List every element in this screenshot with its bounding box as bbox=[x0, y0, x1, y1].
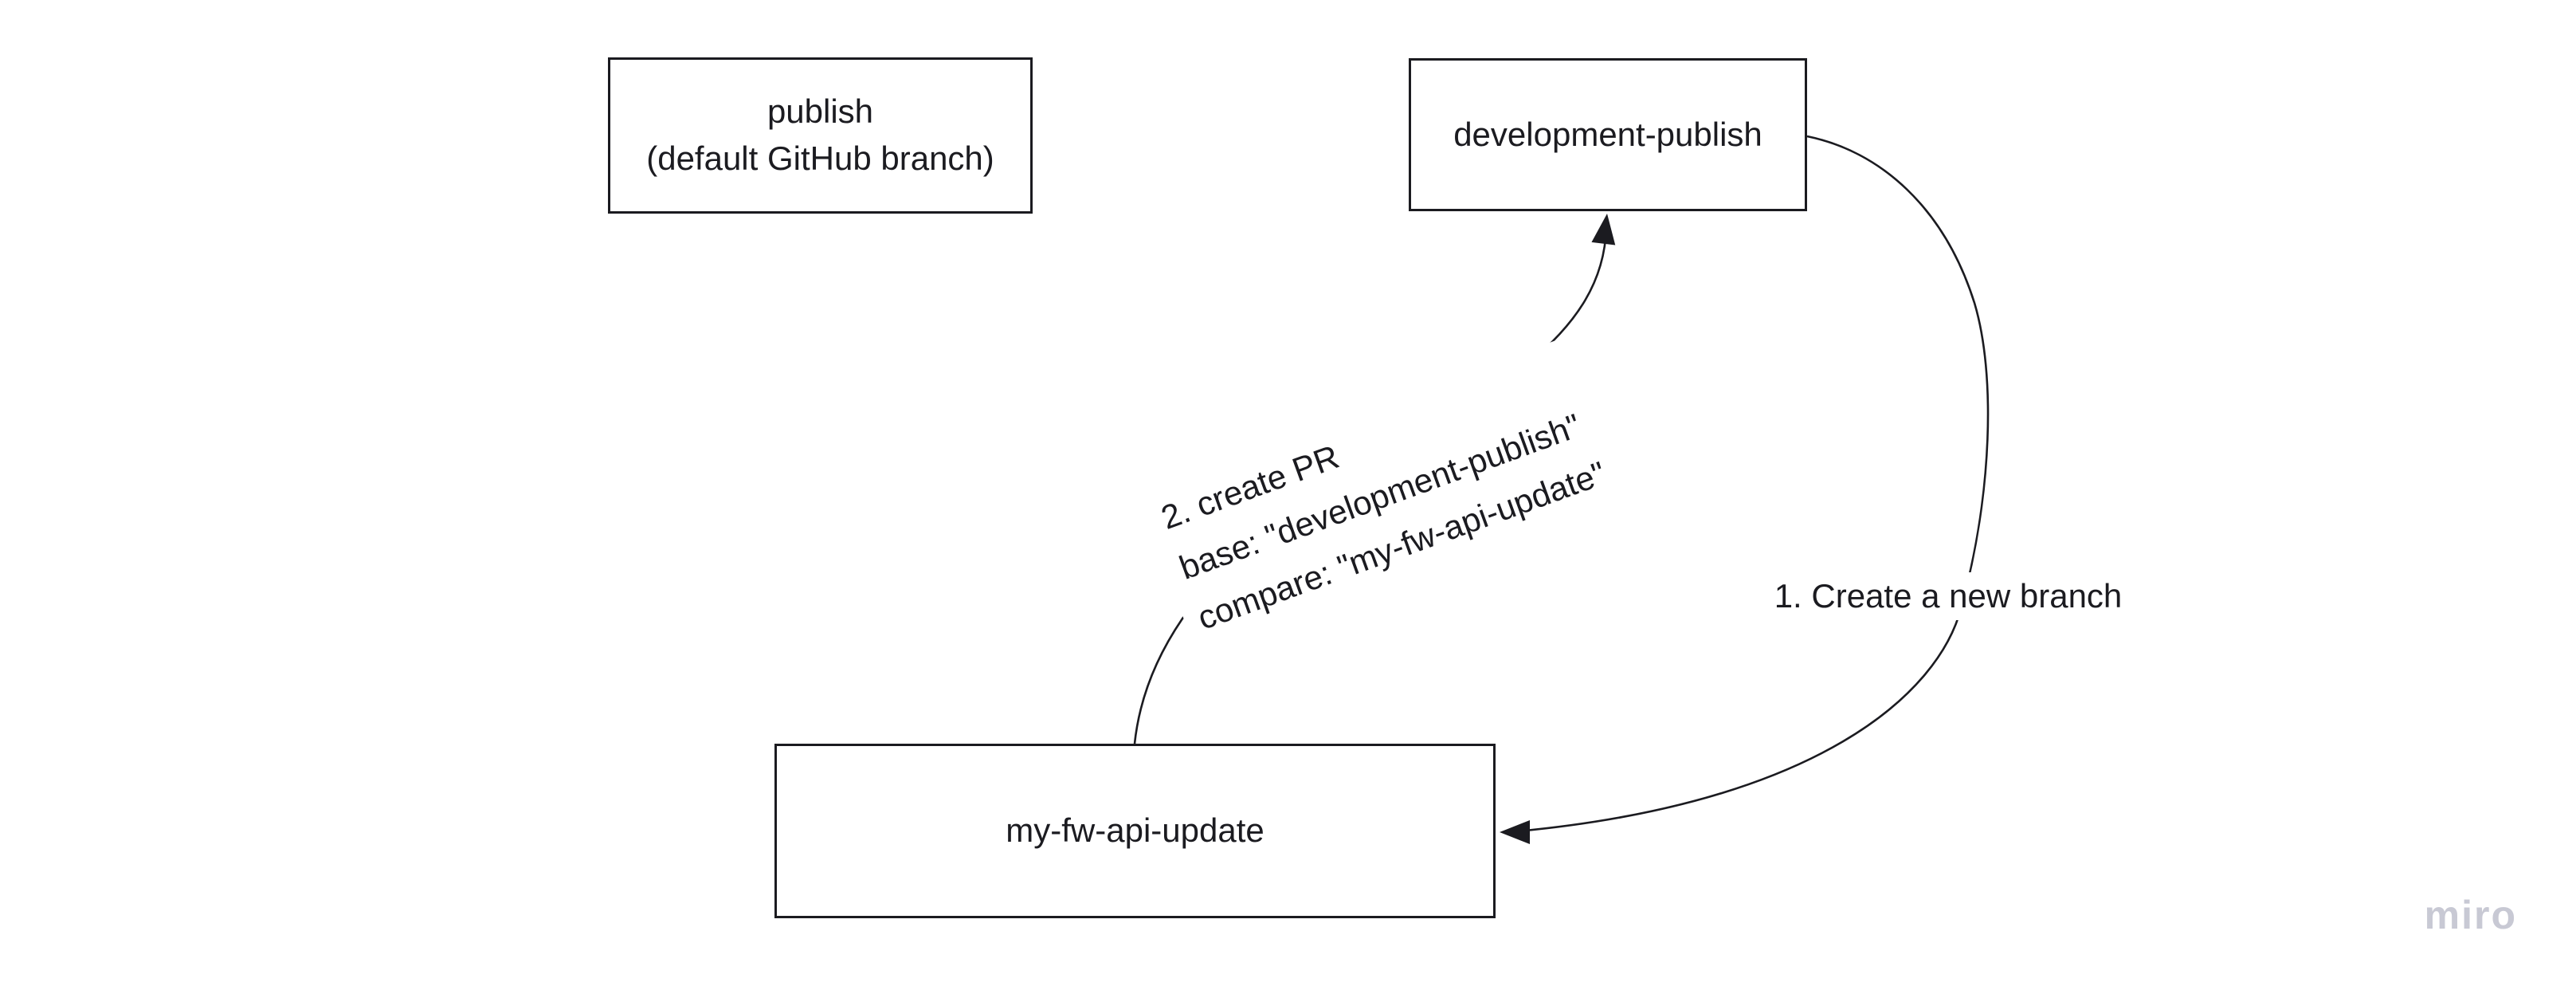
connector-create-branch-line[interactable] bbox=[1508, 135, 1990, 834]
arrowhead-up-icon bbox=[1591, 214, 1616, 246]
node-development-publish-label-text: development-publish bbox=[1453, 115, 1762, 153]
connector-label-create-branch[interactable]: 1. Create a new branch bbox=[1762, 572, 2134, 620]
node-development-publish[interactable]: development-publish bbox=[1409, 58, 1807, 211]
node-my-fw-api-update-label-text: my-fw-api-update bbox=[1006, 811, 1264, 850]
node-my-fw-api-update-label: my-fw-api-update bbox=[1006, 807, 1264, 854]
node-my-fw-api-update[interactable]: my-fw-api-update bbox=[774, 744, 1496, 918]
arrowhead-left-icon bbox=[1500, 820, 1530, 844]
miro-watermark: miro bbox=[2424, 893, 2517, 937]
node-publish-label-line2: (default GitHub branch) bbox=[646, 139, 994, 177]
connector-create-branch[interactable] bbox=[1500, 135, 1990, 844]
node-publish-label-line1: publish bbox=[767, 92, 874, 131]
node-development-publish-label: development-publish bbox=[1453, 112, 1762, 159]
node-publish-label: publish (default GitHub branch) bbox=[646, 88, 994, 183]
node-publish[interactable]: publish (default GitHub branch) bbox=[608, 57, 1033, 214]
